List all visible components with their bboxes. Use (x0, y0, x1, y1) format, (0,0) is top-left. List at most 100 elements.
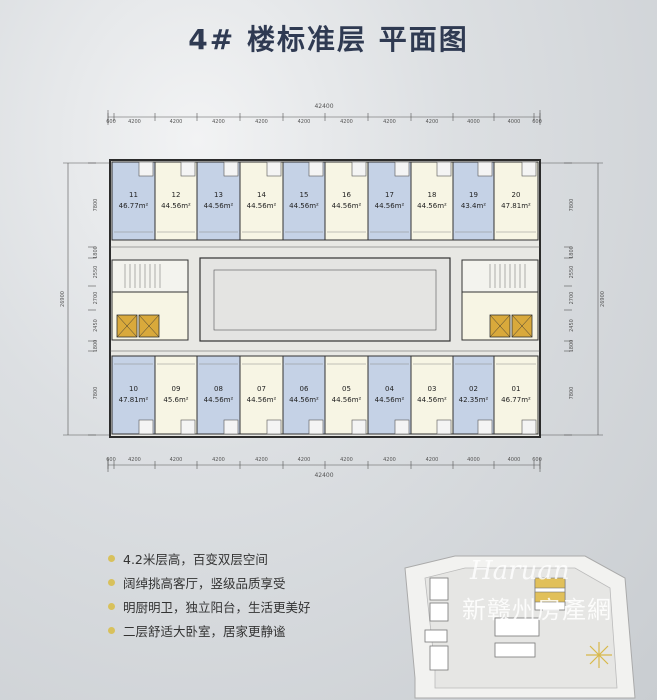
dim-label: 7800 (93, 387, 99, 400)
dim-label: 1800 (93, 246, 99, 259)
unit-number: 08 (214, 385, 223, 393)
right-elevators (489, 314, 533, 338)
unit-area: 44.56m² (289, 202, 319, 210)
unit-number: 03 (428, 385, 437, 393)
unit-number: 16 (342, 191, 351, 199)
unit-04: 04 44.56m² (367, 355, 412, 435)
bathroom (223, 419, 239, 435)
unit-number: 13 (214, 191, 223, 199)
unit-18: 18 44.56m² (410, 161, 454, 241)
unit-area: 44.56m² (204, 396, 234, 404)
bathroom (521, 161, 537, 177)
bathroom (477, 161, 493, 177)
unit-03: 03 44.56m² (410, 355, 454, 435)
unit-area: 47.81m² (501, 202, 531, 210)
unit-number: 18 (428, 191, 437, 199)
unit-area: 43.4m² (461, 202, 486, 210)
feature-text: 明厨明卫，独立阳台，生活更美好 (123, 599, 311, 615)
unit-09: 09 45.6m² (154, 355, 198, 435)
dim-label: 2700 (569, 292, 575, 305)
bathroom (266, 161, 282, 177)
top-total-dim: 42400 (314, 103, 333, 110)
dim-label: 4200 (298, 119, 311, 125)
feature-item: 阔绰挑高客厅，竖级品质享受 (108, 570, 311, 594)
unit-area: 45.6m² (163, 396, 188, 404)
dim-label: 4200 (212, 119, 225, 125)
dim-label: 4200 (340, 119, 353, 125)
bathroom (477, 419, 493, 435)
bathroom (308, 161, 324, 177)
unit-area: 44.56m² (332, 202, 362, 210)
unit-area: 44.56m² (289, 396, 319, 404)
dim-label: 4200 (426, 119, 439, 125)
unit-number: 04 (385, 385, 394, 393)
feature-text: 4.2米层高，百变双层空间 (123, 551, 268, 567)
unit-number: 02 (469, 385, 478, 393)
dim-label: 1800 (569, 246, 575, 259)
dim-label: 600 (532, 457, 542, 463)
left-elevators (116, 314, 160, 338)
feature-item: 4.2米层高，百变双层空间 (108, 546, 311, 570)
feature-text: 阔绰挑高客厅，竖级品质享受 (123, 575, 286, 591)
unit-17: 17 44.56m² (367, 161, 412, 241)
dim-label: 4000 (508, 457, 521, 463)
site-plan (404, 555, 636, 699)
unit-number: 09 (172, 385, 181, 393)
dim-label: 600 (106, 457, 116, 463)
feature-item: 明厨明卫，独立阳台，生活更美好 (108, 594, 311, 618)
dim-label: 2450 (93, 319, 99, 332)
unit-number: 17 (385, 191, 394, 199)
dim-label: 7800 (93, 199, 99, 212)
unit-area: 44.56m² (332, 396, 362, 404)
units-top-row: 1146.77m²1244.56m²1344.56m²1444.56m²1544… (111, 161, 539, 241)
dim-label: 4200 (255, 457, 268, 463)
unit-16: 16 44.56m² (324, 161, 369, 241)
bathroom (266, 419, 282, 435)
unit-08: 08 44.56m² (196, 355, 241, 435)
dim-label: 4200 (128, 457, 141, 463)
unit-area: 44.56m² (417, 202, 447, 210)
unit-room (239, 355, 284, 435)
bathroom (351, 419, 367, 435)
watermark-text: 新赣州房產網 (462, 596, 612, 624)
dim-total: 26900 (60, 291, 66, 307)
unit-02: 02 42.35m² (452, 355, 495, 435)
feature-item: 二层舒适大卧室，居家更静谧 (108, 618, 311, 642)
unit-number: 14 (257, 191, 266, 199)
unit-number: 12 (172, 191, 181, 199)
bathroom (394, 161, 410, 177)
bottom-total-dim: 42400 (314, 472, 333, 479)
unit-area: 44.56m² (417, 396, 447, 404)
dim-label: 4200 (426, 457, 439, 463)
bathroom (223, 161, 239, 177)
unit-area: 42.35m² (459, 396, 489, 404)
dim-label: 2550 (93, 266, 99, 279)
dim-label: 4000 (467, 457, 480, 463)
dim-label: 4000 (467, 119, 480, 125)
bullet-icon (108, 578, 115, 586)
bathroom (180, 161, 196, 177)
bathroom (436, 419, 452, 435)
unit-number: 10 (129, 385, 138, 393)
unit-area: 46.77m² (119, 202, 149, 210)
unit-number: 07 (257, 385, 266, 393)
unit-area: 44.56m² (375, 396, 405, 404)
bathroom (521, 419, 537, 435)
bullet-icon (108, 626, 115, 634)
bullet-icon (108, 554, 115, 562)
bullet-icon (108, 602, 115, 610)
dim-label: 4200 (128, 119, 141, 125)
bathroom (138, 419, 154, 435)
unit-area: 44.56m² (375, 202, 405, 210)
bathroom (180, 419, 196, 435)
dim-label: 2550 (569, 266, 575, 279)
